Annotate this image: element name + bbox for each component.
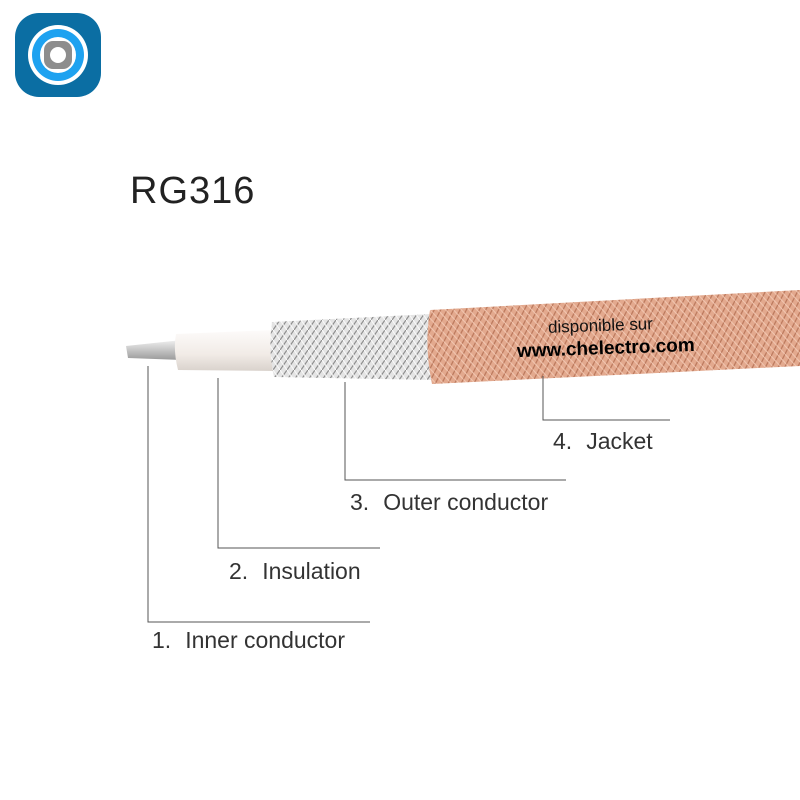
label-jacket: 4. Jacket (553, 428, 653, 455)
label-text: Outer conductor (383, 489, 549, 515)
watermark-line1: disponible sur (547, 314, 654, 337)
label-number: 4. (553, 428, 573, 454)
label-number: 3. (350, 489, 370, 515)
label-inner-conductor: 1. Inner conductor (152, 627, 345, 654)
label-text: Insulation (262, 558, 361, 584)
inner-conductor (126, 340, 182, 360)
label-outer-conductor: 3. Outer conductor (350, 489, 548, 516)
page-title: RG316 (130, 170, 256, 212)
label-insulation: 2. Insulation (229, 558, 361, 585)
outer-conductor-braid (270, 314, 434, 380)
label-number: 2. (229, 558, 249, 584)
insulation (174, 330, 275, 371)
label-text: Jacket (586, 428, 653, 454)
logo-icon (15, 13, 101, 97)
leader-lines (147, 366, 670, 623)
jacket (427, 290, 800, 384)
label-number: 1. (152, 627, 172, 653)
label-text: Inner conductor (185, 627, 346, 653)
